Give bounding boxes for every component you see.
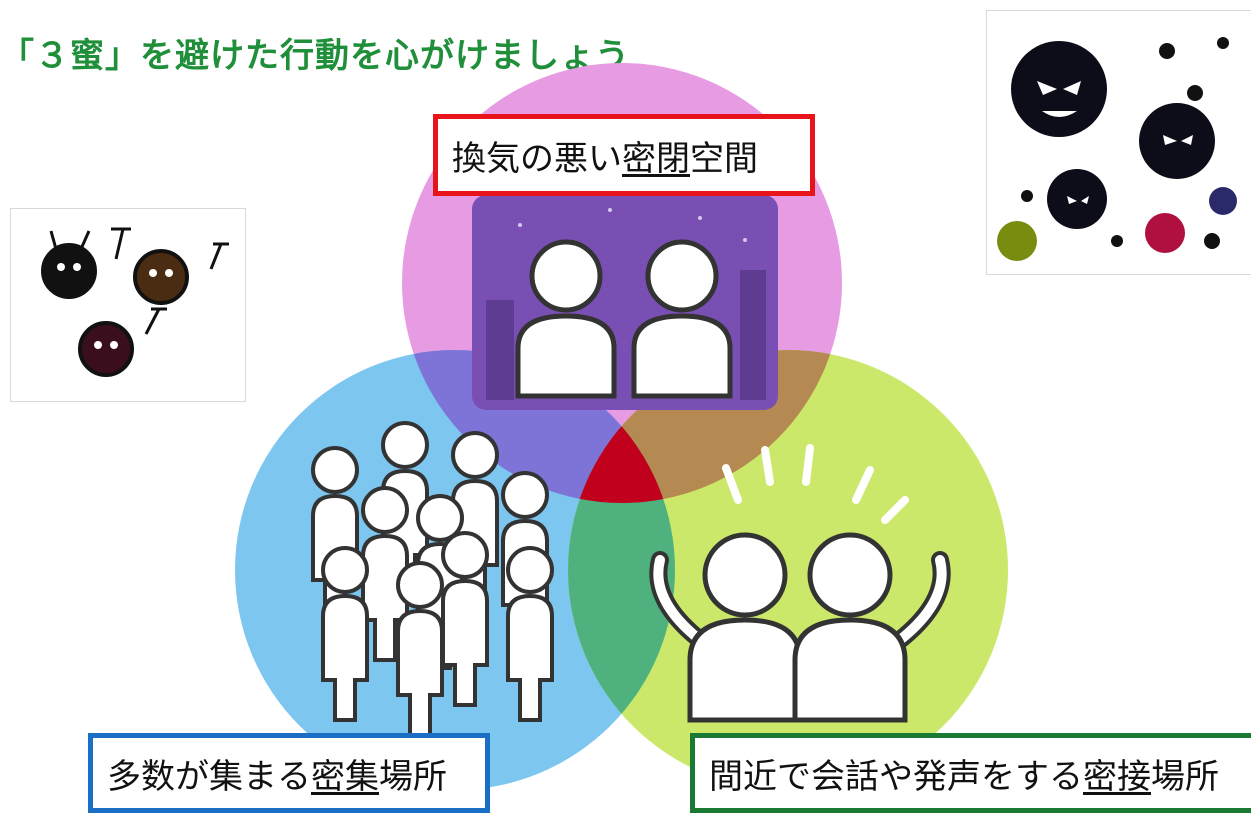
label-crowded-place-key: 密集 bbox=[311, 756, 379, 797]
label-crowded-place: 多数が集まる密集場所 bbox=[88, 733, 490, 813]
people-cheering-icon bbox=[649, 444, 951, 723]
label-crowded-place-pre: 多数が集まる bbox=[107, 756, 311, 797]
label-close-contact: 間近で会話や発声をする密接場所 bbox=[690, 733, 1251, 813]
overlap-top-left bbox=[402, 350, 675, 503]
label-closed-space-post: 空間 bbox=[690, 138, 758, 179]
label-close-contact-post: 場所 bbox=[1151, 756, 1219, 797]
overlap-top-right bbox=[568, 350, 842, 503]
closed-room-icon bbox=[472, 195, 778, 410]
virus-group-icon bbox=[10, 208, 246, 402]
label-close-contact-pre: 間近で会話や発声をする bbox=[709, 756, 1083, 797]
label-closed-space-pre: 換気の悪い bbox=[452, 138, 622, 179]
label-closed-space-key: 密閉 bbox=[622, 138, 690, 179]
label-crowded-place-post: 場所 bbox=[379, 756, 447, 797]
label-close-contact-key: 密接 bbox=[1083, 756, 1151, 797]
page-title: 「３蜜」を避けた行動を心がけましょう bbox=[0, 36, 630, 76]
virus-swarm-icon bbox=[986, 10, 1251, 275]
label-closed-space: 換気の悪い密閉空間 bbox=[433, 114, 815, 196]
